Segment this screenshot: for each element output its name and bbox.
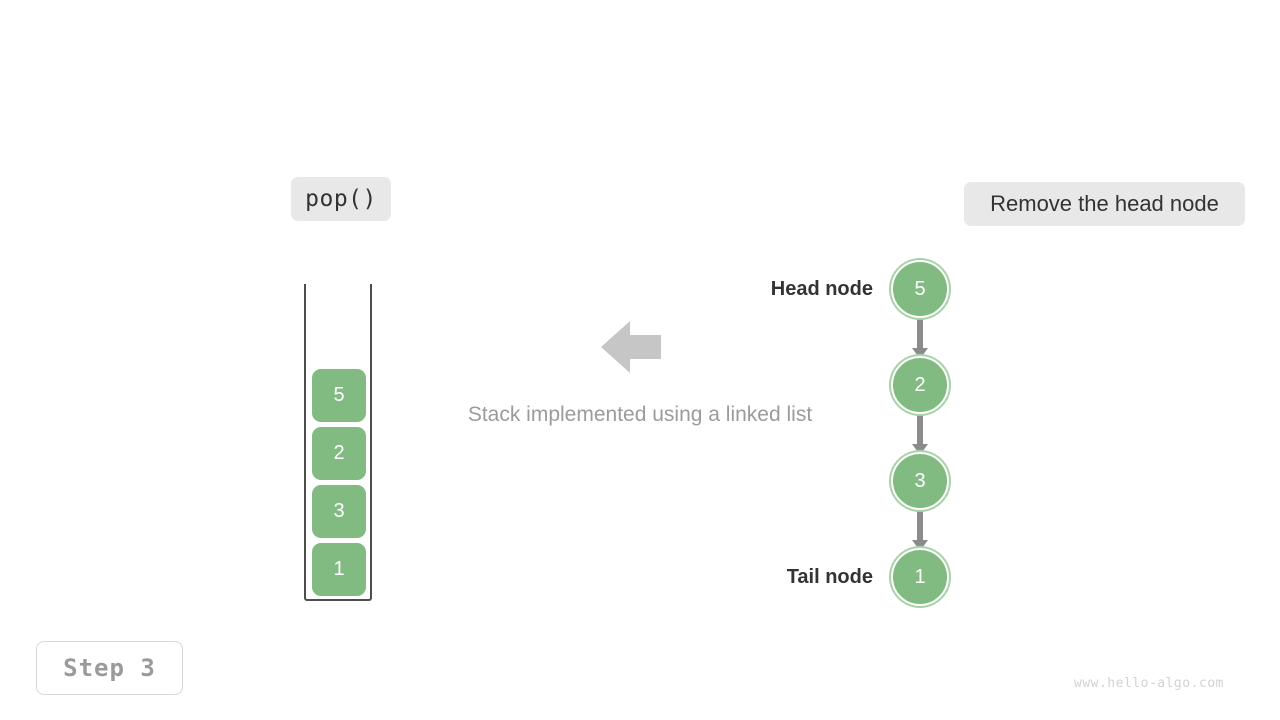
head-node-label: Head node xyxy=(770,278,873,300)
stack-container xyxy=(304,284,372,601)
left-arrow-icon xyxy=(601,320,661,374)
linked-list-node-value: 1 xyxy=(914,565,926,588)
linked-list-edge xyxy=(917,510,923,544)
stack-cell: 3 xyxy=(312,485,366,538)
stack-cell: 5 xyxy=(312,369,366,422)
stack-cell-value: 1 xyxy=(333,558,345,580)
linked-list-node: 1 xyxy=(891,548,949,606)
caption-text: Stack implemented using a linked list xyxy=(467,403,813,426)
linked-list-visual: Head node Tail node 5 2 3 1 xyxy=(760,250,980,620)
step-badge-label: Step 3 xyxy=(63,654,156,682)
linked-list-node: 3 xyxy=(891,452,949,510)
stack-cell: 1 xyxy=(312,543,366,596)
linked-list-arrowhead xyxy=(912,540,928,551)
stack-cell-value: 3 xyxy=(333,500,345,522)
action-badge-label: Remove the head node xyxy=(990,191,1219,216)
linked-list-arrowhead xyxy=(912,444,928,455)
linked-list-edge xyxy=(917,414,923,448)
linked-list-node-value: 5 xyxy=(914,277,926,300)
linked-list-arrowhead xyxy=(912,348,928,359)
stack-visual: 5 2 3 1 xyxy=(304,284,374,602)
stack-cell: 2 xyxy=(312,427,366,480)
linked-list-node-value: 2 xyxy=(914,373,926,396)
stack-cell-value: 2 xyxy=(333,442,345,464)
linked-list-edge xyxy=(917,318,923,352)
tail-node-label: Tail node xyxy=(786,566,873,588)
watermark: www.hello-algo.com xyxy=(1074,676,1224,691)
action-badge: Remove the head node xyxy=(964,182,1245,226)
linked-list-node: 2 xyxy=(891,356,949,414)
linked-list-node-value: 3 xyxy=(914,469,926,492)
linked-list-node: 5 xyxy=(891,260,949,318)
step-badge: Step 3 xyxy=(36,641,183,695)
stack-cell-list: 5 2 3 1 xyxy=(312,369,366,596)
operation-badge-label: pop() xyxy=(305,186,377,212)
operation-badge: pop() xyxy=(291,177,391,221)
stack-cell-value: 5 xyxy=(333,384,345,406)
